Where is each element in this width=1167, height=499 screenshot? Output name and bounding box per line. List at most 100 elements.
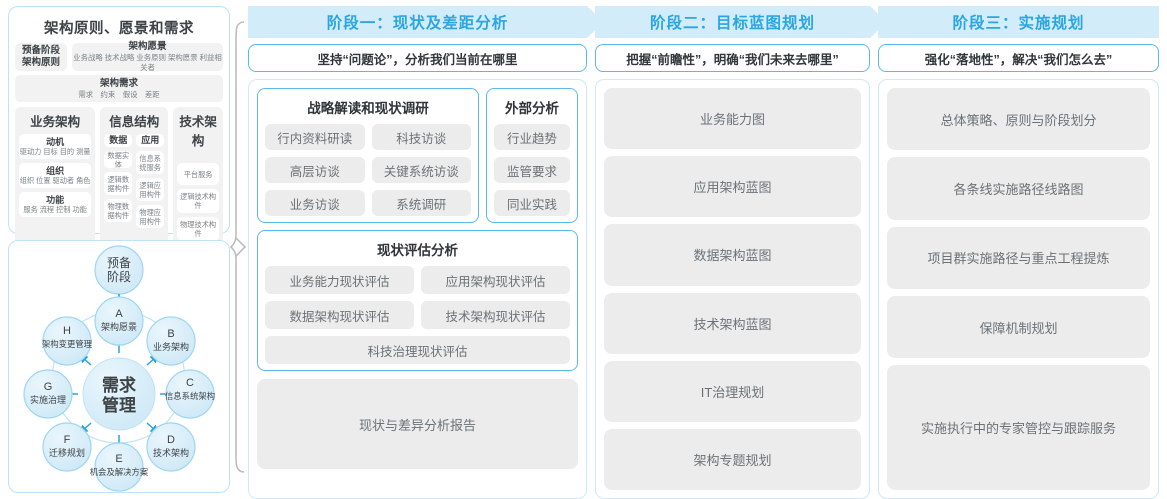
chip-external-2[interactable]: 同业实践 bbox=[494, 190, 570, 216]
togaf-business-block-motivation: 动机 驱动力 目标 目的 测量 bbox=[19, 134, 92, 159]
adm-node-b-key: B bbox=[167, 328, 174, 340]
chip-assessment-governance[interactable]: 科技治理现状评估 bbox=[265, 336, 570, 364]
chip-blueprint-3[interactable]: 技术架构蓝图 bbox=[604, 292, 861, 354]
togaf-info-app-block-1-text: 逻辑应用构件 bbox=[139, 180, 161, 199]
chip-strategy-3[interactable]: 关键系统访谈 bbox=[371, 157, 471, 183]
togaf-requirements-cell: 架构需求 需求 约束 假设 差距 bbox=[15, 75, 223, 102]
togaf-requirements-title: 架构需求 bbox=[99, 77, 138, 89]
chip-strategy-5[interactable]: 系统调研 bbox=[371, 190, 471, 216]
togaf-pillar-information: 信息结构 数据 数据实体 逻辑数据构件 bbox=[100, 107, 169, 245]
phase-2-subtitle: 把握“前瞻性”，明确“我们未来去哪里” bbox=[595, 44, 870, 72]
chip-implementation-1[interactable]: 各条线实施路径线路图 bbox=[887, 157, 1150, 220]
chip-blueprint-1[interactable]: 应用架构蓝图 bbox=[604, 156, 861, 218]
adm-node-h[interactable] bbox=[42, 316, 92, 366]
adm-center-line2: 管理 bbox=[102, 395, 136, 415]
adm-cycle-svg: 预备 阶段 需求 管理 bbox=[23, 245, 215, 492]
togaf-business-block-function: 功能 服务 流程 控制 功能 bbox=[19, 192, 92, 217]
phase-2-header[interactable]: 阶段二：目标蓝图规划 bbox=[595, 6, 887, 38]
chip-blueprint-0[interactable]: 业务能力图 bbox=[604, 88, 861, 150]
chip-strategy-0[interactable]: 行内资料研读 bbox=[265, 124, 365, 150]
chip-implementation-2[interactable]: 项目群实施路径与重点工程提炼 bbox=[887, 226, 1150, 289]
adm-node-d-label: 技术架构 bbox=[153, 447, 189, 458]
bracket-connector bbox=[230, 21, 247, 473]
adm-node-f-key: F bbox=[64, 434, 71, 446]
adm-node-c-label: 信息系统架构 bbox=[165, 391, 215, 401]
togaf-pillars-row: 业务架构 动机 驱动力 目标 目的 测量 组织 组织 位置 驱动者 角色 功能 … bbox=[15, 107, 224, 245]
adm-node-g-label: 实施治理 bbox=[30, 394, 66, 405]
adm-cycle-panel: 预备 阶段 需求 管理 bbox=[8, 240, 230, 493]
chip-assessment-0[interactable]: 业务能力现状评估 bbox=[265, 266, 414, 294]
card-current-state-assessment-chips: 业务能力现状评估 应用架构现状评估 数据架构现状评估 技术架构现状评估 bbox=[265, 266, 570, 329]
card-external-analysis-chips: 行业趋势 监管要求 同业实践 bbox=[494, 124, 570, 216]
togaf-vision-cell: 架构愿景 业务战略 技术战略 业务原则 架构愿景 利益相关者 bbox=[72, 41, 223, 72]
togaf-info-data-block-2: 物理数据构件 bbox=[104, 199, 133, 222]
chip-assessment-3[interactable]: 技术架构现状评估 bbox=[421, 301, 570, 329]
adm-node-a-label: 架构愿景 bbox=[101, 321, 137, 332]
chip-blueprint-5[interactable]: 架构专题规划 bbox=[604, 428, 861, 491]
phase-2-chevron-icon bbox=[870, 6, 887, 38]
chip-gap-analysis-report[interactable]: 现状与差异分析报告 bbox=[257, 379, 578, 469]
togaf-info-app-block-1: 逻辑应用构件 bbox=[136, 178, 165, 201]
phase-1-header[interactable]: 阶段一：现状及差距分析 bbox=[248, 6, 604, 38]
togaf-info-app-block-0-text: 信息系统服务 bbox=[139, 153, 161, 172]
adm-node-c-key: C bbox=[186, 377, 194, 389]
chip-strategy-1[interactable]: 科技访谈 bbox=[371, 124, 471, 150]
chip-assessment-1[interactable]: 应用架构现状评估 bbox=[421, 266, 570, 294]
togaf-panel-title: 架构原则、愿景和需求 bbox=[44, 21, 194, 37]
chip-strategy-2[interactable]: 高层访谈 bbox=[265, 157, 365, 183]
togaf-tech-block-2: 物理技术构件 bbox=[177, 217, 220, 241]
togaf-business-block-organization-title: 组织 bbox=[46, 165, 65, 176]
adm-node-e-key: E bbox=[115, 453, 122, 465]
togaf-requirements-row: 架构需求 需求 约束 假设 差距 bbox=[15, 75, 223, 102]
chip-blueprint-2[interactable]: 数据架构蓝图 bbox=[604, 224, 861, 286]
adm-node-b-label: 业务架构 bbox=[153, 341, 189, 352]
phase-1-chevron-icon bbox=[587, 6, 604, 38]
togaf-top-row: 预备阶段 架构原则 架构愿景 业务战略 技术战略 业务原则 架构愿景 利益相关者 bbox=[15, 41, 223, 72]
left-column: 架构原则、愿景和需求 预备阶段 架构原则 架构愿景 业务战略 技术战略 业务原则… bbox=[8, 6, 230, 493]
adm-node-prep-line1: 预备 bbox=[107, 256, 131, 270]
card-current-state-assessment-title: 现状评估分析 bbox=[377, 243, 458, 258]
togaf-tech-block-0: 平台服务 bbox=[177, 163, 220, 185]
adm-node-e[interactable] bbox=[94, 442, 144, 492]
adm-node-g-key: G bbox=[44, 381, 53, 393]
adm-node-d[interactable] bbox=[146, 422, 196, 472]
togaf-tech-block-1: 逻辑技术构件 bbox=[177, 189, 220, 213]
togaf-info-data-title-block: 数据 bbox=[104, 134, 133, 147]
adm-node-a[interactable] bbox=[94, 296, 144, 346]
adm-node-d-key: D bbox=[167, 434, 175, 446]
phase-3-column: 阶段三：实施规划 强化“落地性”，解决“我们怎么去” 总体策略、原则与阶段划分 … bbox=[878, 6, 1159, 499]
chip-implementation-0[interactable]: 总体策略、原则与阶段划分 bbox=[887, 88, 1150, 151]
togaf-info-data-block-0-text: 数据实体 bbox=[107, 150, 130, 169]
adm-node-b[interactable] bbox=[146, 316, 196, 366]
chip-blueprint-4[interactable]: IT治理规划 bbox=[604, 360, 861, 422]
adm-center-node[interactable] bbox=[82, 357, 156, 431]
phase-3-header[interactable]: 阶段三：实施规划 bbox=[878, 6, 1159, 38]
togaf-info-app-block-2-text: 物理应用构件 bbox=[139, 207, 161, 226]
card-strategy-research-title: 战略解读和现状调研 bbox=[307, 101, 429, 116]
togaf-business-block-organization: 组织 组织 位置 驱动者 角色 bbox=[19, 163, 92, 188]
chip-implementation-3[interactable]: 保障机制规划 bbox=[887, 295, 1150, 359]
togaf-info-data-block-2-text: 物理数据构件 bbox=[107, 201, 130, 220]
chip-external-0[interactable]: 行业趋势 bbox=[494, 124, 570, 150]
chip-implementation-4[interactable]: 实施执行中的专家管控与跟踪服务 bbox=[887, 365, 1150, 490]
togaf-info-app-block-0: 信息系统服务 bbox=[136, 151, 165, 174]
togaf-pillar-technology-title: 技术架构 bbox=[179, 115, 217, 148]
togaf-pillar-business-title: 业务架构 bbox=[30, 115, 81, 129]
adm-node-f[interactable] bbox=[42, 422, 92, 472]
chip-external-1[interactable]: 监管要求 bbox=[494, 157, 570, 183]
togaf-info-app-block-2: 物理应用构件 bbox=[136, 205, 165, 228]
adm-node-c[interactable] bbox=[165, 369, 215, 419]
togaf-vision-title: 架构愿景 bbox=[128, 41, 167, 53]
adm-node-g[interactable] bbox=[23, 369, 73, 419]
chip-assessment-2[interactable]: 数据架构现状评估 bbox=[265, 301, 414, 329]
togaf-info-data-title: 数据 bbox=[109, 135, 128, 146]
togaf-business-block-motivation-items: 驱动力 目标 目的 测量 bbox=[19, 147, 91, 157]
togaf-tech-block-0-text: 平台服务 bbox=[183, 169, 213, 179]
card-current-state-assessment: 现状评估分析 业务能力现状评估 应用架构现状评估 数据架构现状评估 技术架构现状… bbox=[257, 230, 578, 371]
adm-node-e-label: 机会及解决方案 bbox=[90, 467, 149, 477]
togaf-prep-phase-cell: 预备阶段 架构原则 bbox=[15, 43, 67, 71]
chip-strategy-4[interactable]: 业务访谈 bbox=[265, 190, 365, 216]
phase-1-body: 战略解读和现状调研 行内资料研读 科技访谈 高层访谈 关键系统访谈 业务访谈 系… bbox=[248, 79, 587, 499]
togaf-business-block-motivation-title: 动机 bbox=[46, 136, 65, 147]
